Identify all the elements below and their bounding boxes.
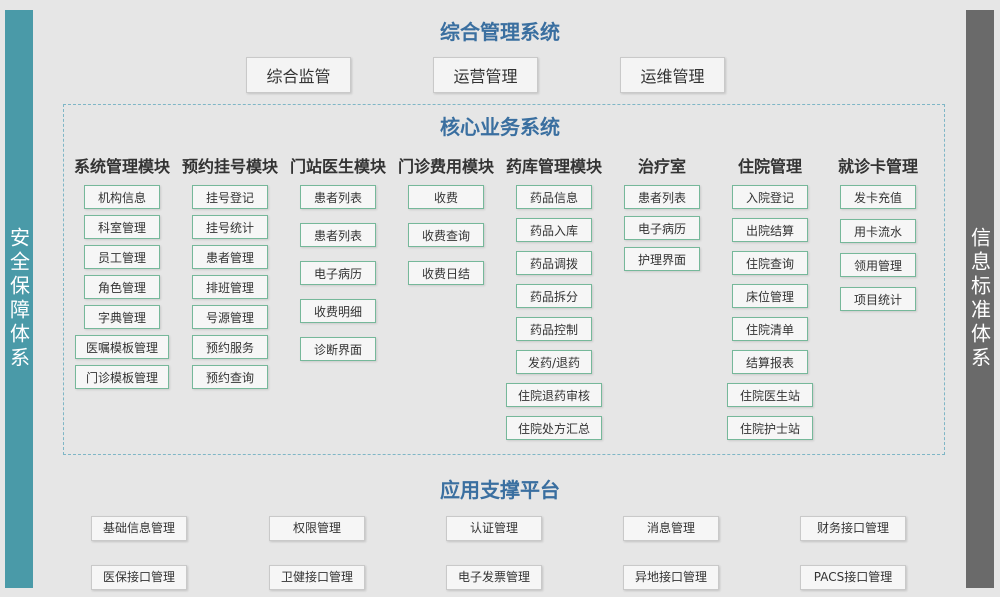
module-doctor: 门站医生模块 患者列表 患者列表 电子病历 收费明细 诊断界面 bbox=[286, 155, 390, 361]
module-item: 患者列表 bbox=[624, 185, 700, 209]
module-item: 医嘱模板管理 bbox=[75, 335, 169, 359]
module-item: 用卡流水 bbox=[840, 219, 916, 243]
module-item: 住院清单 bbox=[732, 317, 808, 341]
module-item: 患者管理 bbox=[192, 245, 268, 269]
platform-item: 基础信息管理 bbox=[91, 516, 187, 541]
platform-item: 财务接口管理 bbox=[800, 516, 906, 541]
security-system-bar: 安全保障体系 bbox=[5, 10, 33, 588]
platform-item: 医保接口管理 bbox=[91, 565, 187, 590]
module-item: 电子病历 bbox=[300, 261, 376, 285]
module-item: 住院退药审核 bbox=[506, 383, 602, 407]
module-inpatient: 住院管理 入院登记 出院结算 住院查询 床位管理 住院清单 结算报表 住院医生站… bbox=[718, 155, 822, 440]
module-item: 领用管理 bbox=[840, 253, 916, 277]
module-heading: 系统管理模块 bbox=[73, 157, 170, 176]
module-item: 结算报表 bbox=[732, 350, 808, 374]
module-item: 患者列表 bbox=[300, 185, 376, 209]
platform-item: 认证管理 bbox=[446, 516, 542, 541]
module-item: 护理界面 bbox=[624, 247, 700, 271]
module-item: 诊断界面 bbox=[300, 337, 376, 361]
mgmt-box-supervision: 综合监管 bbox=[246, 57, 351, 93]
module-item: 项目统计 bbox=[840, 287, 916, 311]
module-heading: 门诊费用模块 bbox=[397, 157, 494, 176]
module-heading: 就诊卡管理 bbox=[837, 157, 918, 176]
module-fees: 门诊费用模块 收费 收费查询 收费日结 bbox=[394, 155, 498, 285]
module-item: 发药/退药 bbox=[516, 350, 592, 374]
module-item: 入院登记 bbox=[732, 185, 808, 209]
module-item: 药品调拨 bbox=[516, 251, 592, 275]
module-item: 电子病历 bbox=[624, 216, 700, 240]
module-card: 就诊卡管理 发卡充值 用卡流水 领用管理 项目统计 bbox=[826, 155, 930, 311]
module-heading: 治疗室 bbox=[637, 157, 686, 176]
module-item: 住院查询 bbox=[732, 251, 808, 275]
module-item: 号源管理 bbox=[192, 305, 268, 329]
module-item: 住院处方汇总 bbox=[506, 416, 602, 440]
module-item: 出院结算 bbox=[732, 218, 808, 242]
module-item: 收费 bbox=[408, 185, 484, 209]
platform-item: 卫健接口管理 bbox=[269, 565, 365, 590]
module-item: 排班管理 bbox=[192, 275, 268, 299]
module-item: 门诊模板管理 bbox=[75, 365, 169, 389]
mgmt-box-maintenance: 运维管理 bbox=[620, 57, 725, 93]
module-item: 发卡充值 bbox=[840, 185, 916, 209]
module-item: 字典管理 bbox=[84, 305, 160, 329]
module-item: 收费日结 bbox=[408, 261, 484, 285]
platform-item: PACS接口管理 bbox=[800, 565, 906, 590]
platform-item: 消息管理 bbox=[623, 516, 719, 541]
module-heading: 药库管理模块 bbox=[505, 157, 602, 176]
module-item: 角色管理 bbox=[84, 275, 160, 299]
core-frame bbox=[63, 104, 945, 455]
mgmt-title: 综合管理系统 bbox=[440, 20, 560, 44]
module-item: 预约查询 bbox=[192, 365, 268, 389]
module-item: 挂号登记 bbox=[192, 185, 268, 209]
module-item: 药品信息 bbox=[516, 185, 592, 209]
platform-item: 电子发票管理 bbox=[446, 565, 542, 590]
platform-item: 异地接口管理 bbox=[623, 565, 719, 590]
module-item: 床位管理 bbox=[732, 284, 808, 308]
platform-title: 应用支撑平台 bbox=[440, 478, 560, 502]
module-item: 药品入库 bbox=[516, 218, 592, 242]
module-pharmacy: 药库管理模块 药品信息 药品入库 药品调拨 药品拆分 药品控制 发药/退药 住院… bbox=[502, 155, 606, 440]
module-item: 科室管理 bbox=[84, 215, 160, 239]
module-item: 药品拆分 bbox=[516, 284, 592, 308]
module-item: 收费查询 bbox=[408, 223, 484, 247]
module-registration: 预约挂号模块 挂号登记 挂号统计 患者管理 排班管理 号源管理 预约服务 预约查… bbox=[178, 155, 282, 389]
module-treatment-room: 治疗室 患者列表 电子病历 护理界面 bbox=[610, 155, 714, 271]
module-item: 挂号统计 bbox=[192, 215, 268, 239]
mgmt-box-operation: 运营管理 bbox=[433, 57, 538, 93]
core-title: 核心业务系统 bbox=[440, 115, 560, 139]
module-heading: 门站医生模块 bbox=[289, 157, 386, 176]
module-item: 住院医生站 bbox=[727, 383, 813, 407]
module-item: 员工管理 bbox=[84, 245, 160, 269]
module-heading: 住院管理 bbox=[737, 157, 802, 176]
module-item: 机构信息 bbox=[84, 185, 160, 209]
module-heading: 预约挂号模块 bbox=[181, 157, 278, 176]
module-item: 药品控制 bbox=[516, 317, 592, 341]
module-item: 住院护士站 bbox=[727, 416, 813, 440]
module-system: 系统管理模块 机构信息 科室管理 员工管理 角色管理 字典管理 医嘱模板管理 门… bbox=[70, 155, 174, 389]
module-item: 患者列表 bbox=[300, 223, 376, 247]
info-standard-bar: 信息标准体系 bbox=[966, 10, 994, 588]
platform-item: 权限管理 bbox=[269, 516, 365, 541]
module-item: 收费明细 bbox=[300, 299, 376, 323]
module-item: 预约服务 bbox=[192, 335, 268, 359]
security-system-label: 安全保障体系 bbox=[6, 227, 31, 371]
info-standard-label: 信息标准体系 bbox=[967, 227, 992, 371]
